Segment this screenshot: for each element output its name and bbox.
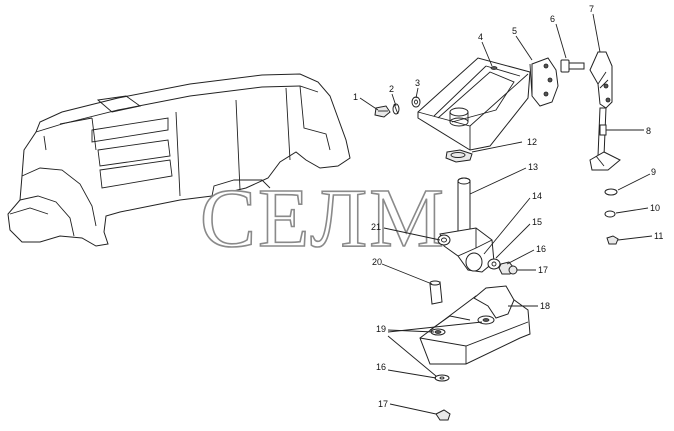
nut-part-1 bbox=[374, 105, 391, 118]
washer-part-3 bbox=[411, 96, 421, 108]
callout-label: 4 bbox=[478, 32, 483, 42]
pivot-housing-part-14 bbox=[437, 227, 495, 273]
callout-label: 6 bbox=[550, 14, 555, 24]
callout-label: 16 bbox=[376, 362, 386, 372]
bolt-part-6 bbox=[560, 59, 585, 73]
washer-part-2 bbox=[392, 103, 400, 115]
washer-part-16-lower bbox=[434, 374, 450, 382]
base-bracket-part-18 bbox=[419, 285, 531, 365]
callout-label: 7 bbox=[589, 4, 594, 14]
callout-label: 15 bbox=[532, 217, 542, 227]
support-strut-part-7 bbox=[589, 51, 621, 171]
callout-label: 8 bbox=[646, 126, 651, 136]
callout-label: 2 bbox=[389, 84, 394, 94]
bolt-part-20 bbox=[429, 280, 443, 305]
callout-labels: 1 2 3 4 5 6 7 8 9 10 11 12 13 14 15 16 1… bbox=[353, 4, 663, 409]
callout-label: 10 bbox=[650, 203, 660, 213]
callout-label: 13 bbox=[528, 162, 538, 172]
callout-label: 12 bbox=[527, 137, 537, 147]
callout-label: 21 bbox=[371, 222, 381, 232]
callout-label: 16 bbox=[536, 244, 546, 254]
nut-part-11 bbox=[606, 235, 619, 245]
callout-label: 17 bbox=[538, 265, 548, 275]
callout-label: 1 bbox=[353, 92, 358, 102]
bracket-part-4 bbox=[417, 57, 531, 151]
nut-part-17-upper bbox=[508, 265, 518, 275]
washer-part-10 bbox=[604, 210, 616, 218]
nut-part-17-lower bbox=[435, 409, 451, 421]
callout-label: 14 bbox=[532, 191, 542, 201]
plate-part-5 bbox=[529, 57, 559, 107]
leader-lines bbox=[359, 13, 653, 415]
callout-label: 3 bbox=[415, 78, 420, 88]
callout-label: 20 bbox=[372, 257, 382, 267]
watermark-text: СЕЛМ bbox=[200, 172, 446, 265]
cab-hood bbox=[7, 73, 351, 247]
callout-label: 18 bbox=[540, 301, 550, 311]
callout-label: 5 bbox=[512, 26, 517, 36]
nut-part-12 bbox=[445, 149, 473, 163]
washer-part-9 bbox=[604, 188, 618, 196]
callout-label: 19 bbox=[376, 324, 386, 334]
pin-part-8 bbox=[599, 124, 607, 136]
washer-part-15 bbox=[487, 258, 501, 270]
callout-label: 17 bbox=[378, 399, 388, 409]
callout-label: 9 bbox=[651, 167, 656, 177]
callout-label: 11 bbox=[654, 231, 663, 241]
pivot-pin-part-13 bbox=[457, 177, 471, 235]
